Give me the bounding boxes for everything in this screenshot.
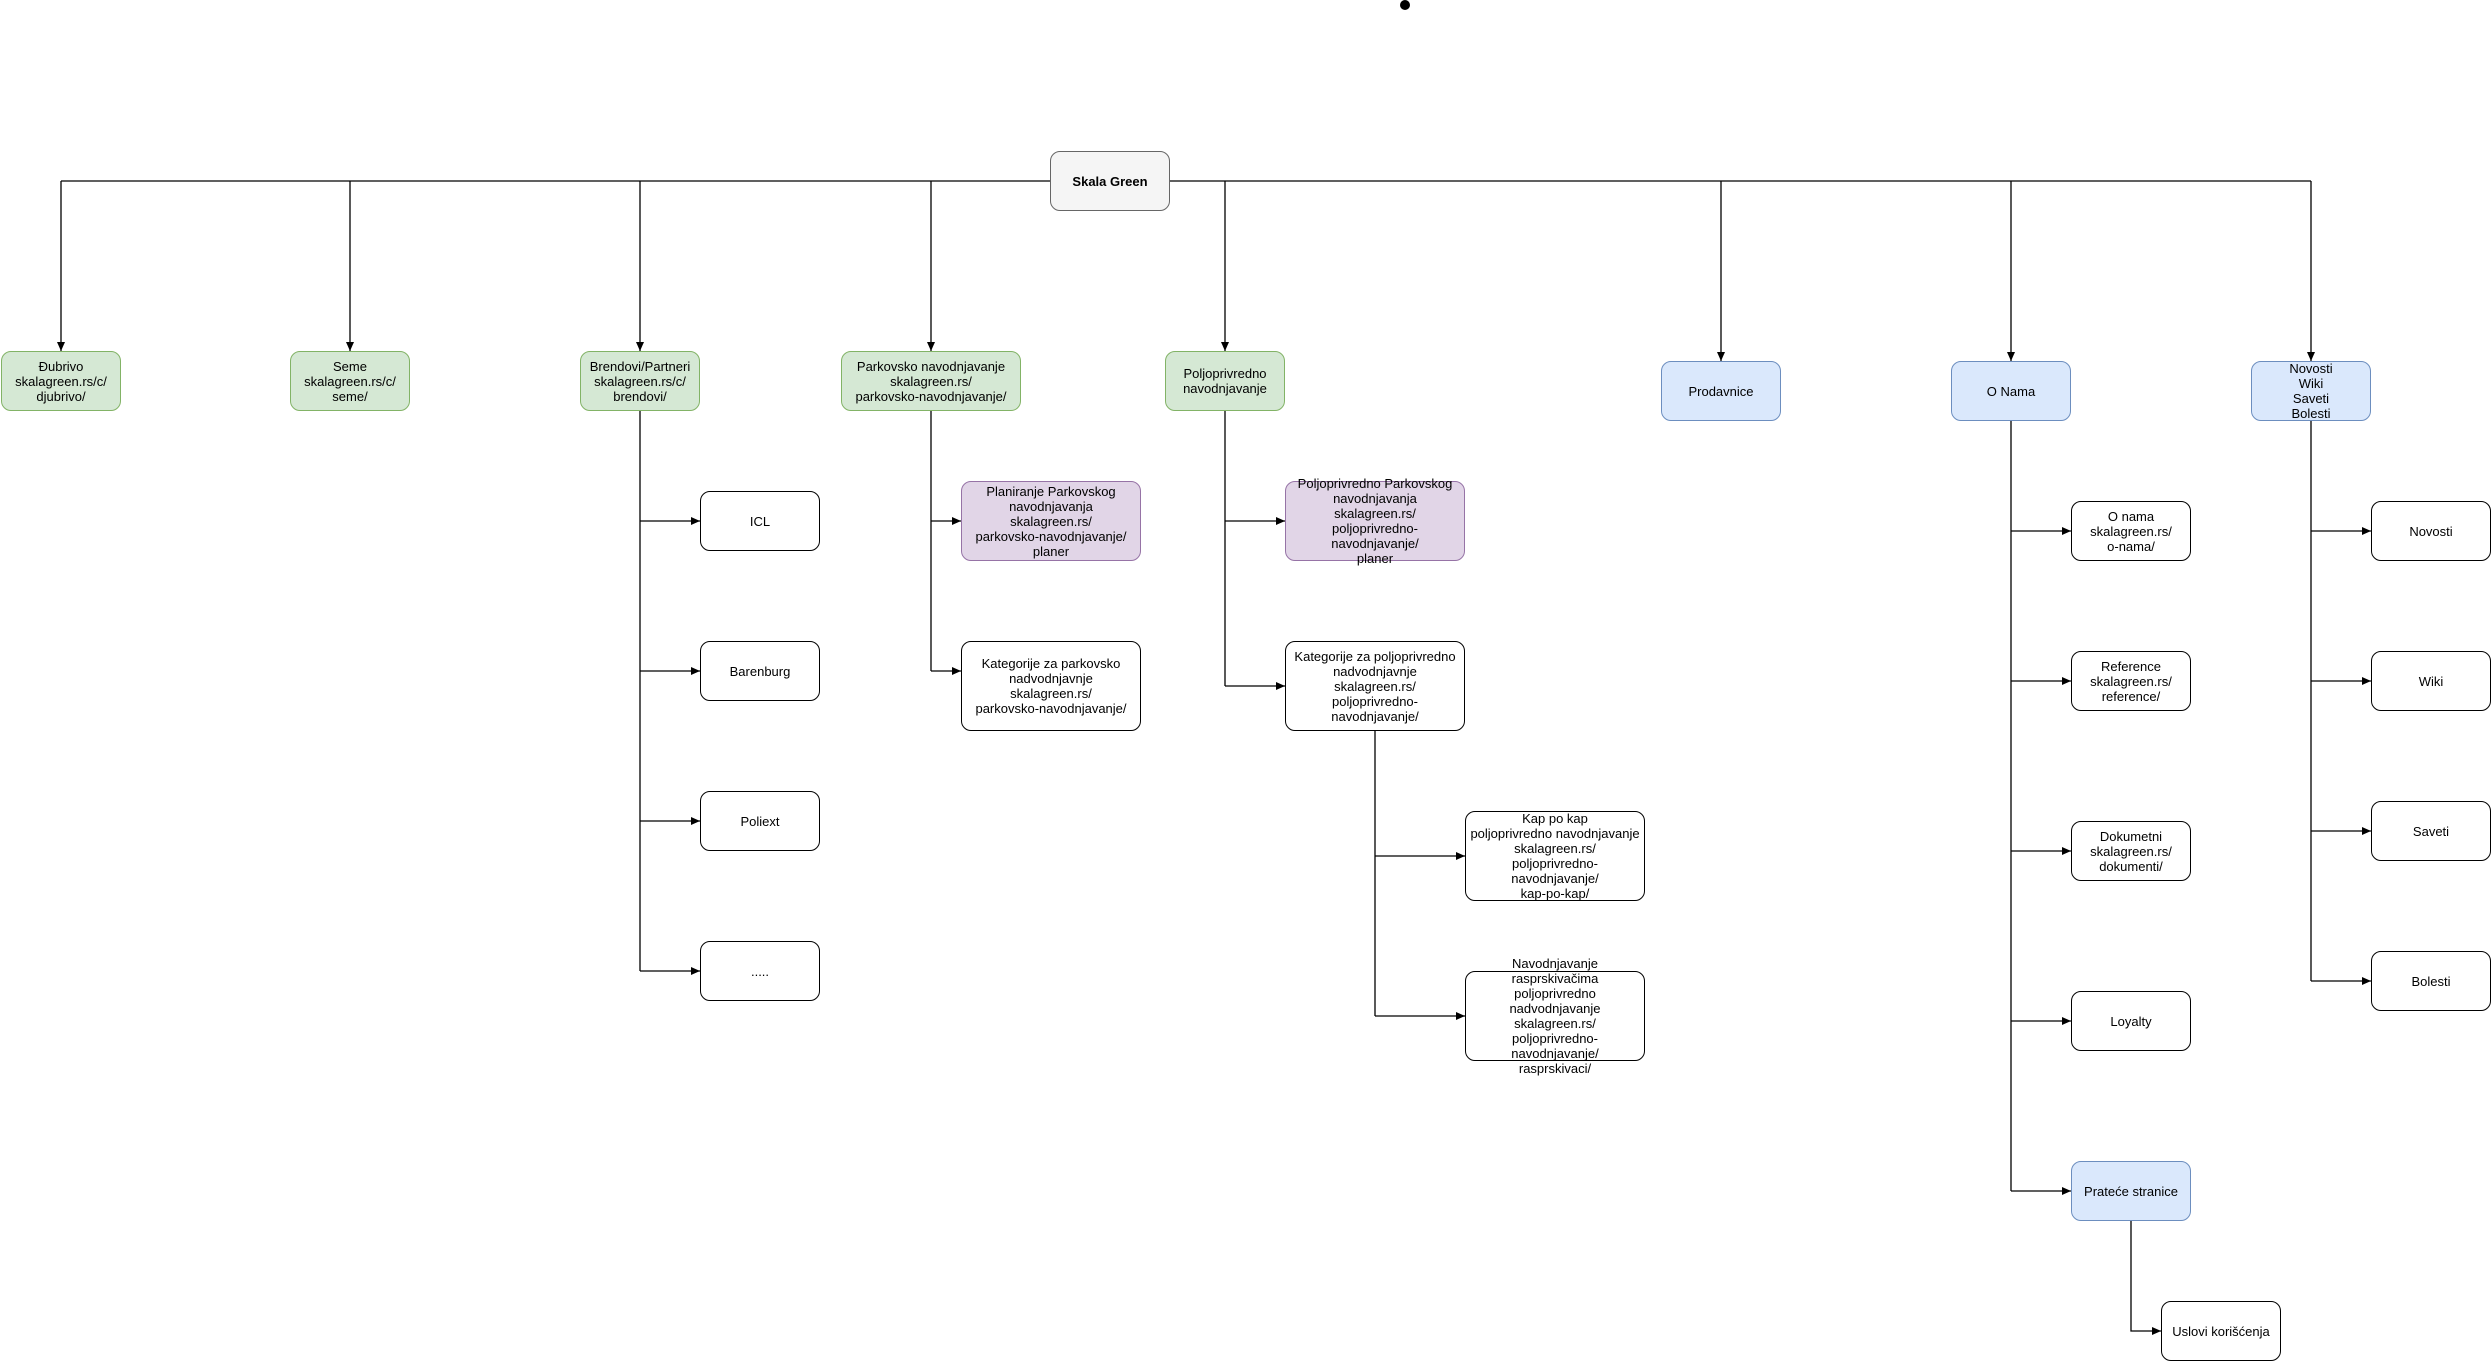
node-polj-kategorije[interactable]: Kategorije za poljoprivredno nadvodnjavn… (1285, 641, 1465, 731)
node-o-nama-page[interactable]: O nama skalagreen.rs/ o-nama/ (2071, 501, 2191, 561)
node-pratece-stranice[interactable]: Prateće stranice (2071, 1161, 2191, 1221)
node-barenburg[interactable]: Barenburg (700, 641, 820, 701)
node-djubrivo[interactable]: Đubrivo skalagreen.rs/c/ djubrivo/ (1, 351, 121, 411)
node-kap-po-kap[interactable]: Kap po kap poljoprivredno navodnjavanje … (1465, 811, 1645, 901)
node-o-nama[interactable]: O Nama (1951, 361, 2071, 421)
node-seme[interactable]: Seme skalagreen.rs/c/ seme/ (290, 351, 410, 411)
node-prodavnice[interactable]: Prodavnice (1661, 361, 1781, 421)
node-brand-more[interactable]: ..... (700, 941, 820, 1001)
node-parkovsko[interactable]: Parkovsko navodnjavanje skalagreen.rs/ p… (841, 351, 1021, 411)
node-dokumenti[interactable]: Dokumetni skalagreen.rs/ dokumenti/ (2071, 821, 2191, 881)
node-polj-planer[interactable]: Poljoprivredno Parkovskog navodnjavanja … (1285, 476, 1465, 566)
node-reference[interactable]: Reference skalagreen.rs/ reference/ (2071, 651, 2191, 711)
node-poliext[interactable]: Poliext (700, 791, 820, 851)
edge-pratece-child (2130, 1221, 2161, 1335)
node-wiki[interactable]: Wiki (2371, 651, 2491, 711)
node-uslovi-koriscenja[interactable]: Uslovi korišćenja (2161, 1301, 2281, 1361)
node-bolesti[interactable]: Bolesti (2371, 951, 2491, 1011)
root-node[interactable]: Skala Green (1050, 151, 1170, 211)
node-novosti[interactable]: Novosti (2371, 501, 2491, 561)
node-poljoprivredno[interactable]: Poljoprivredno navodnjavanje (1165, 351, 1285, 411)
node-park-kategorije[interactable]: Kategorije za parkovsko nadvodnjavnje sk… (961, 641, 1141, 731)
node-icl[interactable]: ICL (700, 491, 820, 551)
node-novosti-group[interactable]: Novosti Wiki Saveti Bolesti (2251, 361, 2371, 421)
node-loyalty[interactable]: Loyalty (2071, 991, 2191, 1051)
anchor-dot (1400, 0, 1410, 10)
node-brendovi[interactable]: Brendovi/Partneri skalagreen.rs/c/ brend… (580, 351, 700, 411)
node-saveti[interactable]: Saveti (2371, 801, 2491, 861)
node-rasprskivaci[interactable]: Navodnjavanje rasprskivačima poljoprivre… (1465, 956, 1645, 1076)
node-park-planer[interactable]: Planiranje Parkovskog navodnjavanja skal… (961, 481, 1141, 561)
